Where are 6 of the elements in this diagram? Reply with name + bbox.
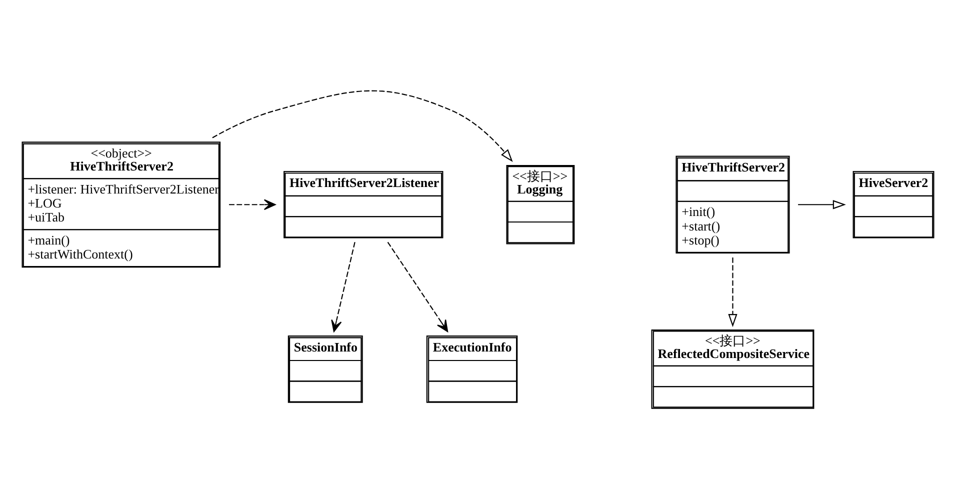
arrow <box>728 257 738 327</box>
arrow <box>387 241 448 332</box>
arrow <box>212 90 513 162</box>
arrow <box>331 242 356 332</box>
arrow <box>229 198 276 210</box>
arrow <box>798 200 846 209</box>
